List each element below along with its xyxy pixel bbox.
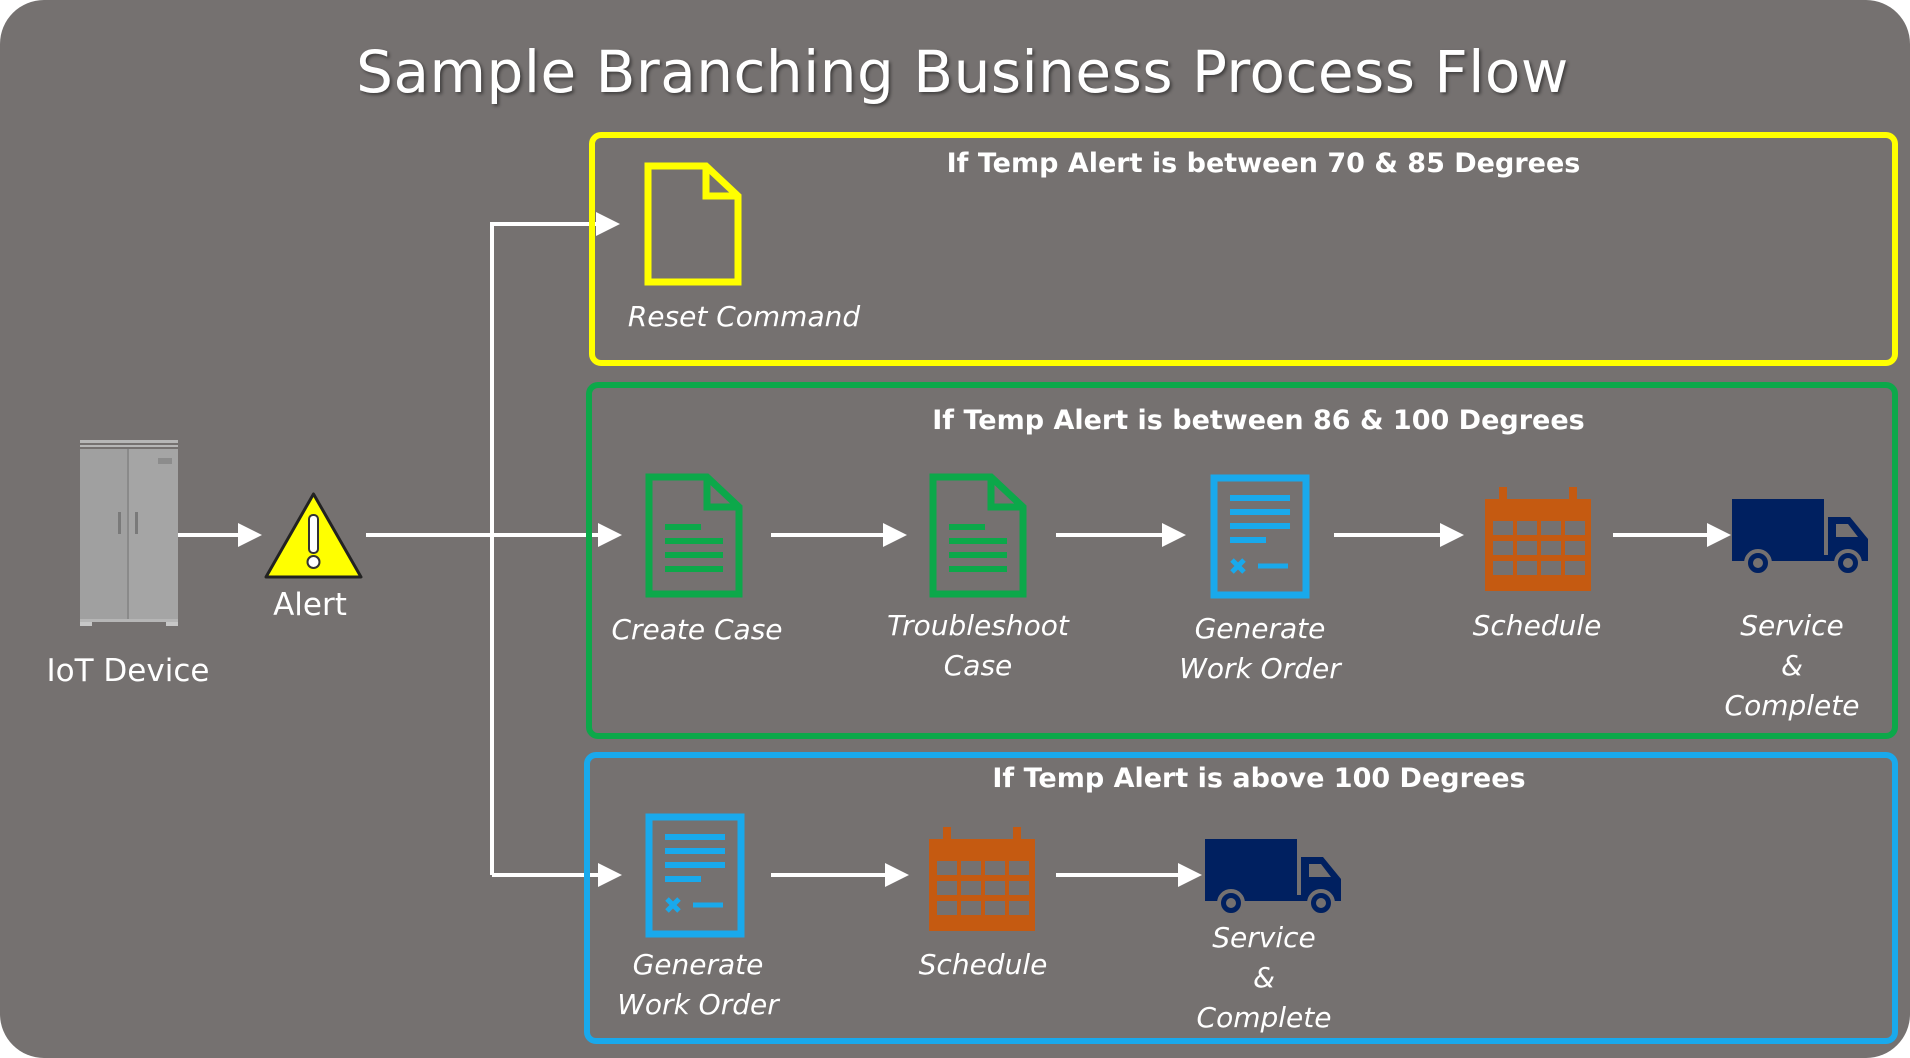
step-label-schedule: Schedule [1472,609,1602,642]
document-lines-icon [645,473,743,598]
alert-label: Alert [273,587,347,623]
branch-box-yellow [589,132,1898,366]
calendar-icon [929,827,1035,931]
work-order-form-icon [1210,474,1310,599]
branch-box-green [586,382,1898,739]
branch-condition-green: If Temp Alert is between 86 & 100 Degree… [932,405,1585,436]
step-label-create-case: Create Case [611,613,783,646]
device-label: IoT Device [46,653,210,689]
branch-condition-yellow: If Temp Alert is between 70 & 85 Degrees [946,148,1581,179]
branch-box-blue [584,752,1898,1044]
work-order-form-icon [645,813,745,938]
branch-condition-blue: If Temp Alert is above 100 Degrees [992,763,1526,794]
delivery-truck-icon [1205,839,1341,917]
step-label-reset-command: Reset Command [627,300,861,333]
diagram-title: Sample Branching Business Process Flow [356,38,1569,106]
refrigerator-icon [80,440,178,626]
calendar-icon [1485,487,1591,591]
step-label-schedule: Schedule [918,948,1048,981]
step-label-service-complete: Service&Complete [1196,921,1332,1034]
step-label-service-complete: Service&Complete [1724,609,1860,722]
warning-triangle-icon [264,492,363,579]
delivery-truck-icon [1732,499,1868,577]
document-lines-icon [929,473,1027,598]
document-icon [644,162,742,286]
